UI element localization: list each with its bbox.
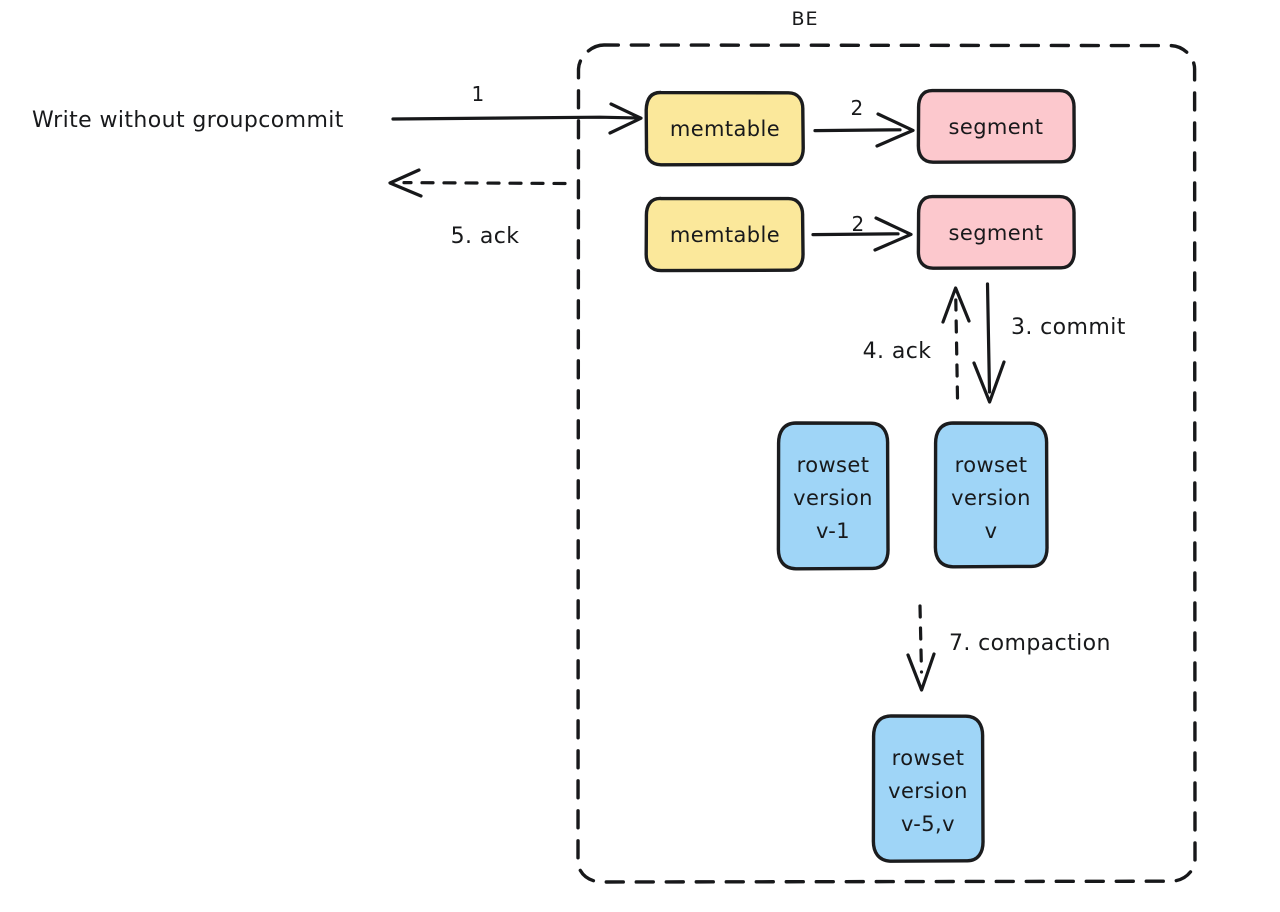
edge-flush-1-label: 2 <box>850 96 863 120</box>
node-rowset-prev-line-3: v-1 <box>816 519 850 543</box>
node-rowset-prev-line-1: rowset <box>797 453 870 477</box>
node-segment-1[interactable]: segment <box>916 88 1076 164</box>
edge-ack-client-label: 5. ack <box>451 224 520 249</box>
edge-write-arrow: 1 <box>391 82 643 135</box>
node-rowset-compacted[interactable]: rowset version v-5,v <box>871 714 985 863</box>
node-rowset-prev-line-2: version <box>793 486 873 510</box>
edge-commit-label: 3. commit <box>1011 315 1126 340</box>
edge-flush-1-arrow: 2 <box>813 96 915 148</box>
node-segment-2-label: segment <box>949 221 1044 245</box>
edge-compaction-arrow: 7. compaction <box>906 604 1111 692</box>
edge-ack-commit-label: 4. ack <box>863 339 932 364</box>
write-without-groupcommit-label: Write without groupcommit <box>32 108 344 133</box>
node-rowset-curr-line-3: v <box>985 519 998 543</box>
edge-commit-arrow: 3. commit <box>972 282 1126 404</box>
node-rowset-curr[interactable]: rowset version v <box>933 421 1049 569</box>
edge-write-label: 1 <box>471 82 484 106</box>
node-rowset-compacted-line-2: version <box>888 779 968 803</box>
edge-compaction-label: 7. compaction <box>949 631 1111 656</box>
node-memtable-2-label: memtable <box>670 223 780 247</box>
node-rowset-curr-line-2: version <box>951 486 1031 510</box>
node-segment-1-label: segment <box>949 115 1044 139</box>
node-rowset-curr-line-1: rowset <box>955 453 1028 477</box>
node-rowset-prev[interactable]: rowset version v-1 <box>776 421 890 571</box>
node-segment-2[interactable]: segment <box>916 194 1076 270</box>
edge-flush-2-label: 2 <box>851 212 864 236</box>
node-rowset-compacted-line-1: rowset <box>892 746 965 770</box>
node-memtable-1[interactable]: memtable <box>644 90 805 167</box>
edge-ack-client-arrow: 5. ack <box>388 168 567 249</box>
edge-flush-2-arrow: 2 <box>811 212 913 252</box>
be-container-title: BE <box>791 8 818 30</box>
node-rowset-compacted-line-3: v-5,v <box>901 812 955 836</box>
node-memtable-2[interactable]: memtable <box>644 196 805 273</box>
edge-ack-commit-arrow: 4. ack <box>863 286 971 400</box>
node-memtable-1-label: memtable <box>670 117 780 141</box>
be-container-boundary <box>576 43 1197 884</box>
